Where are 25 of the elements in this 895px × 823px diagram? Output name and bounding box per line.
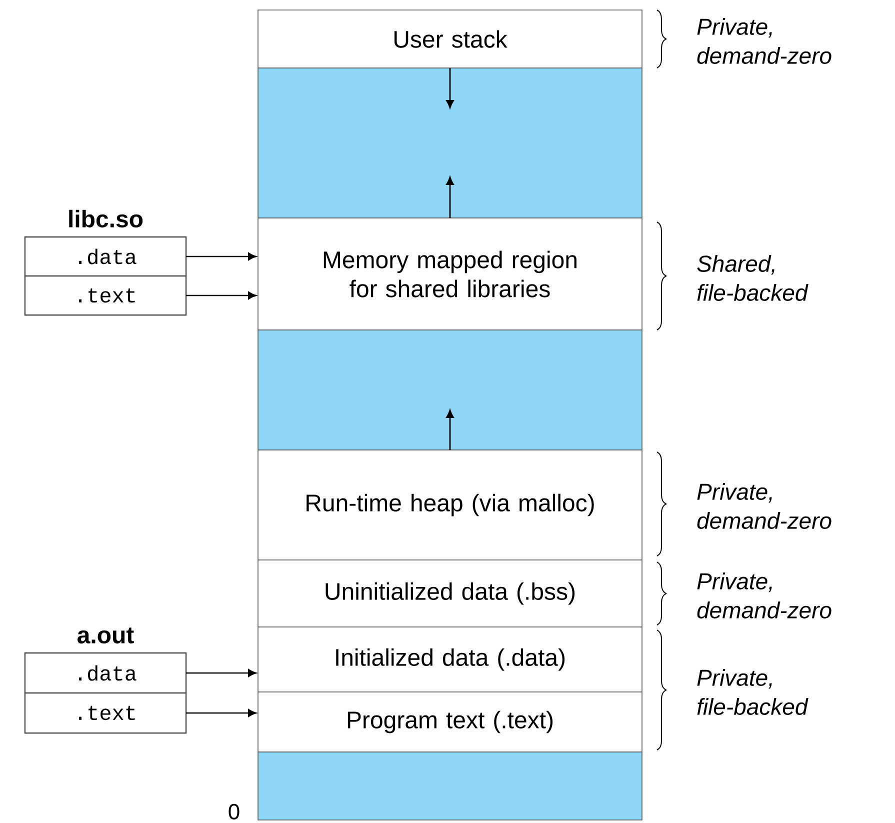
arrow — [186, 709, 257, 717]
memory-region: User stack — [258, 10, 642, 68]
free-space-band — [258, 330, 642, 450]
annotation-text: Private, demand-zero — [697, 483, 832, 529]
memory-region: Memory mapped region for shared libraries — [258, 218, 642, 330]
memory-region: Initialized data (.data) — [258, 626, 642, 692]
section-cell: .data — [24, 652, 187, 694]
table-heading: a.out — [78, 628, 134, 644]
arrow — [186, 669, 257, 677]
free-space-band — [258, 68, 642, 218]
free-space-band — [258, 752, 642, 820]
arrow — [186, 252, 257, 260]
section-cell: .text — [24, 275, 187, 316]
section-cell: .text — [24, 692, 187, 734]
annotation-text: Private, demand-zero — [697, 18, 832, 64]
annotation-text: Private, file-backed — [697, 669, 808, 715]
section-cell: .data — [24, 236, 187, 277]
annotation-text: Shared, file-backed — [697, 255, 808, 301]
address-label: 0 — [228, 804, 240, 820]
table-heading: libc.so — [69, 210, 143, 228]
arrow — [186, 292, 257, 300]
memory-region: Run-time heap (via malloc) — [258, 450, 642, 560]
memory-region: Uninitialized data (.bss) — [258, 560, 642, 628]
memory-region: Program text (.text) — [258, 692, 642, 752]
annotation-text: Private, demand-zero — [697, 572, 832, 618]
